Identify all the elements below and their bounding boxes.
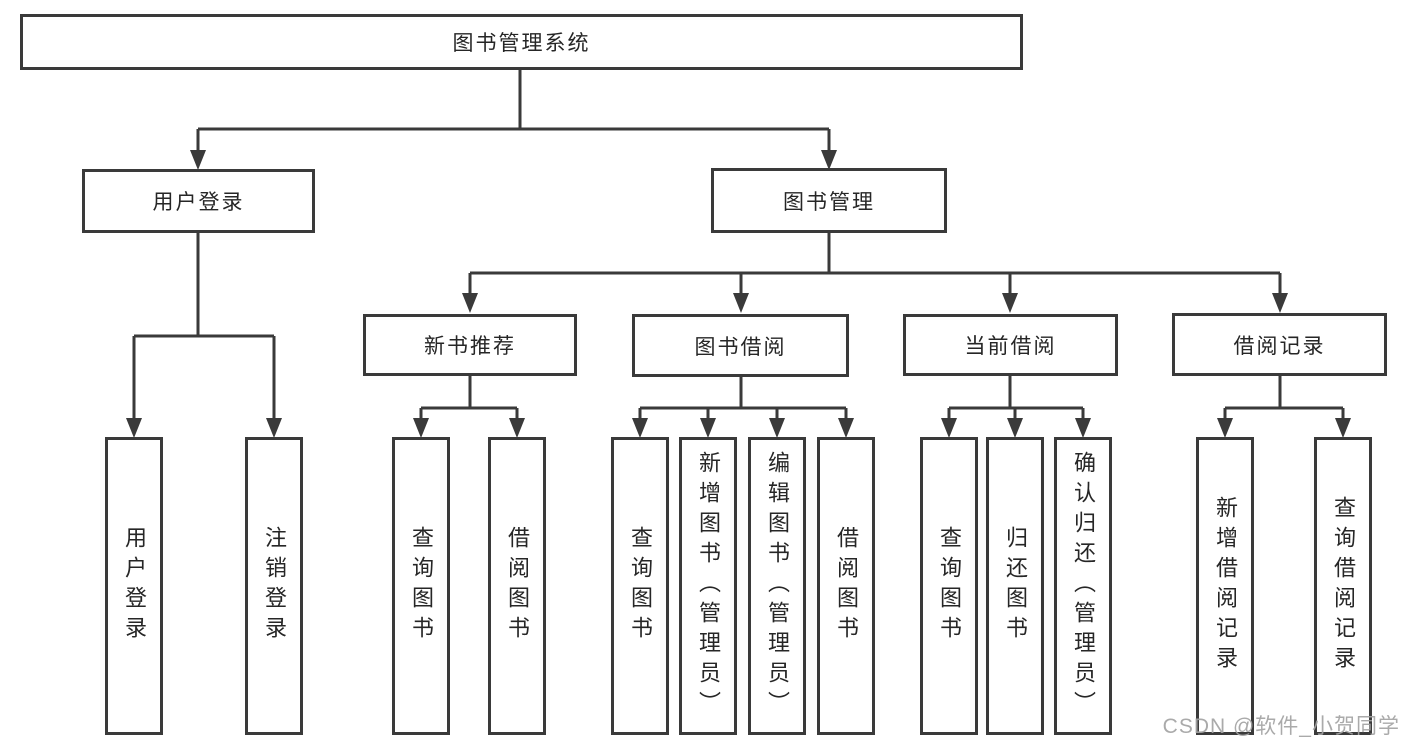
- node-label: 用户登录: [152, 191, 245, 214]
- leaf-query-borrow-record: 查询借阅记录: [1314, 437, 1372, 735]
- node-label: 新书推荐: [424, 335, 516, 358]
- leaf-borrow-books: 借阅图书: [817, 437, 875, 735]
- node-label: 注销登录: [262, 526, 287, 646]
- node-label: 查询借阅记录: [1331, 496, 1356, 676]
- node-book-management: 图书管理: [711, 168, 947, 233]
- connector-current-borrow-children: [941, 376, 1091, 438]
- connector-borrow-records-children: [1217, 376, 1351, 438]
- node-label: 借阅图书: [505, 526, 530, 646]
- node-label: 当前借阅: [964, 335, 1057, 358]
- connector-root-to-level2: [190, 68, 837, 170]
- leaf-query-books-recommend: 查询图书: [392, 437, 450, 735]
- node-current-borrow: 当前借阅: [903, 314, 1118, 376]
- node-label: 查询图书: [937, 526, 962, 646]
- leaf-user-login: 用户登录: [105, 437, 163, 735]
- node-label: 查询图书: [409, 526, 434, 646]
- node-label: 新增图书（管理员）: [696, 451, 721, 721]
- node-label: 图书借阅: [694, 335, 787, 359]
- leaf-logout: 注销登录: [245, 437, 303, 735]
- node-label: 查询图书: [628, 526, 653, 646]
- leaf-edit-books-admin: 编辑图书（管理员）: [748, 437, 806, 735]
- node-label: 借阅记录: [1233, 334, 1326, 358]
- leaf-borrow-books-recommend: 借阅图书: [488, 437, 546, 735]
- node-book-borrow: 图书借阅: [632, 314, 849, 377]
- connector-book-borrow-children: [632, 377, 854, 438]
- node-label: 归还图书: [1003, 526, 1028, 646]
- node-label: 用户登录: [122, 526, 147, 646]
- node-borrow-records: 借阅记录: [1172, 313, 1387, 376]
- leaf-query-books-borrow: 查询图书: [611, 437, 669, 735]
- node-user-login: 用户登录: [82, 169, 315, 233]
- watermark: CSDN @软件_小贺同学: [1162, 715, 1400, 738]
- node-label: 编辑图书（管理员）: [765, 451, 790, 721]
- connector-book-mgmt-children: [462, 233, 1288, 313]
- leaf-add-borrow-record: 新增借阅记录: [1196, 437, 1254, 735]
- leaf-add-books-admin: 新增图书（管理员）: [679, 437, 737, 735]
- node-label: 图书管理: [783, 190, 875, 214]
- node-label: 新增借阅记录: [1213, 496, 1238, 676]
- connector-user-login-children: [126, 233, 282, 438]
- leaf-query-books-current: 查询图书: [920, 437, 978, 735]
- node-label: 图书管理系统: [452, 32, 591, 55]
- node-label: 确认归还（管理员）: [1071, 451, 1096, 721]
- leaf-return-books: 归还图书: [986, 437, 1044, 735]
- node-system-root: 图书管理系统: [20, 14, 1023, 70]
- node-new-book-recommend: 新书推荐: [363, 314, 577, 376]
- connector-new-book-rec-children: [413, 376, 525, 438]
- node-label: 借阅图书: [834, 526, 859, 646]
- leaf-confirm-return-admin: 确认归还（管理员）: [1054, 437, 1112, 735]
